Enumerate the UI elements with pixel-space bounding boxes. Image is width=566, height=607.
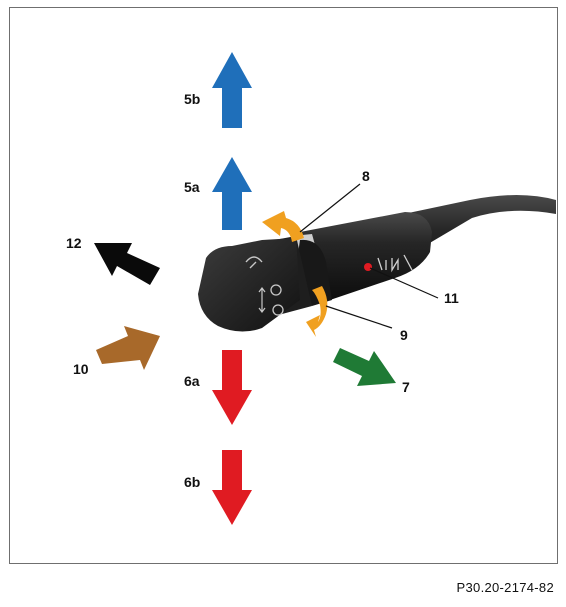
plus-symbol	[270, 284, 282, 296]
label-6b: 6b	[184, 474, 200, 490]
lim-marking	[377, 254, 413, 273]
cruise-symbol	[245, 256, 263, 269]
limiter-button	[364, 263, 372, 271]
arrow-6b	[212, 450, 252, 525]
arrow-5b	[212, 52, 252, 128]
arrow-5a	[212, 157, 252, 230]
arrow-8	[262, 211, 304, 242]
minus-symbol	[272, 304, 284, 316]
leader-9	[325, 305, 393, 329]
label-12: 12	[66, 235, 82, 251]
up-down-symbol	[258, 287, 266, 313]
leader-11	[369, 267, 439, 299]
lever-tip	[198, 238, 300, 332]
label-6a: 6a	[184, 373, 200, 389]
label-10: 10	[73, 361, 89, 377]
figure-reference-code: P30.20-2174-82	[456, 580, 554, 595]
label-5a: 5a	[184, 179, 200, 195]
label-7: 7	[402, 379, 410, 395]
arrow-9	[306, 286, 328, 337]
leader-8	[299, 183, 361, 233]
combination-switch-lever	[198, 195, 556, 332]
lever-body	[300, 212, 432, 300]
label-9: 9	[400, 327, 408, 343]
label-5b: 5b	[184, 91, 200, 107]
arrow-6a	[212, 350, 252, 425]
arrow-7	[333, 348, 396, 386]
arrow-12	[94, 243, 160, 285]
label-11: 11	[444, 290, 459, 306]
arrow-10	[96, 326, 160, 370]
label-8: 8	[362, 168, 370, 184]
